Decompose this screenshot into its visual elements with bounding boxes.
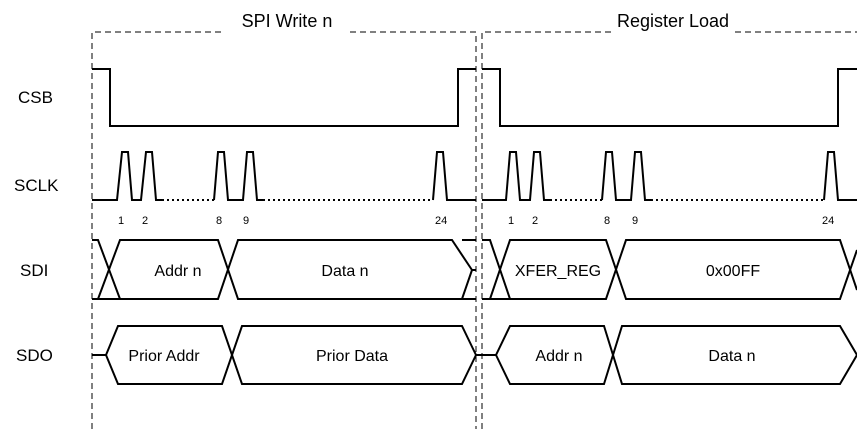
- phase-label-register-load: Register Load: [617, 11, 729, 31]
- pulse-label: 1: [508, 215, 514, 227]
- pulse-label: 9: [243, 215, 249, 227]
- csb-waveform: [92, 68, 857, 127]
- pulse-label: 24: [822, 215, 834, 227]
- sdo-first-data: Prior Data: [316, 348, 388, 365]
- signal-label-sdo: SDO: [16, 346, 53, 365]
- signal-label-sclk: SCLK: [14, 176, 59, 195]
- sclk-waveform: [92, 151, 857, 201]
- sdi-waveform: [92, 239, 857, 300]
- sdi-first-address: Addr n: [154, 263, 201, 280]
- signal-label-csb: CSB: [18, 88, 53, 107]
- sdo-first-address: Prior Addr: [128, 348, 200, 365]
- sdo-second-address: Addr n: [535, 348, 582, 365]
- pulse-label: 2: [142, 215, 148, 227]
- pulse-label: 8: [216, 215, 222, 227]
- pulse-label: 9: [632, 215, 638, 227]
- phase-frame-register-load: [481, 31, 857, 429]
- phase-frame-spi-write: [91, 31, 477, 429]
- sdo-second-data: Data n: [708, 348, 755, 365]
- pulse-label: 2: [532, 215, 538, 227]
- phase-label-spi-write: SPI Write n: [242, 11, 333, 31]
- pulse-label: 8: [604, 215, 610, 227]
- sdi-first-data: Data n: [321, 263, 368, 280]
- signal-label-sdi: SDI: [20, 261, 48, 280]
- pulse-label: 24: [435, 215, 447, 227]
- pulse-label: 1: [118, 215, 124, 227]
- sdi-second-address: XFER_REG: [515, 263, 601, 280]
- sdi-second-data: 0x00FF: [706, 263, 760, 280]
- sdo-waveform: [92, 325, 857, 385]
